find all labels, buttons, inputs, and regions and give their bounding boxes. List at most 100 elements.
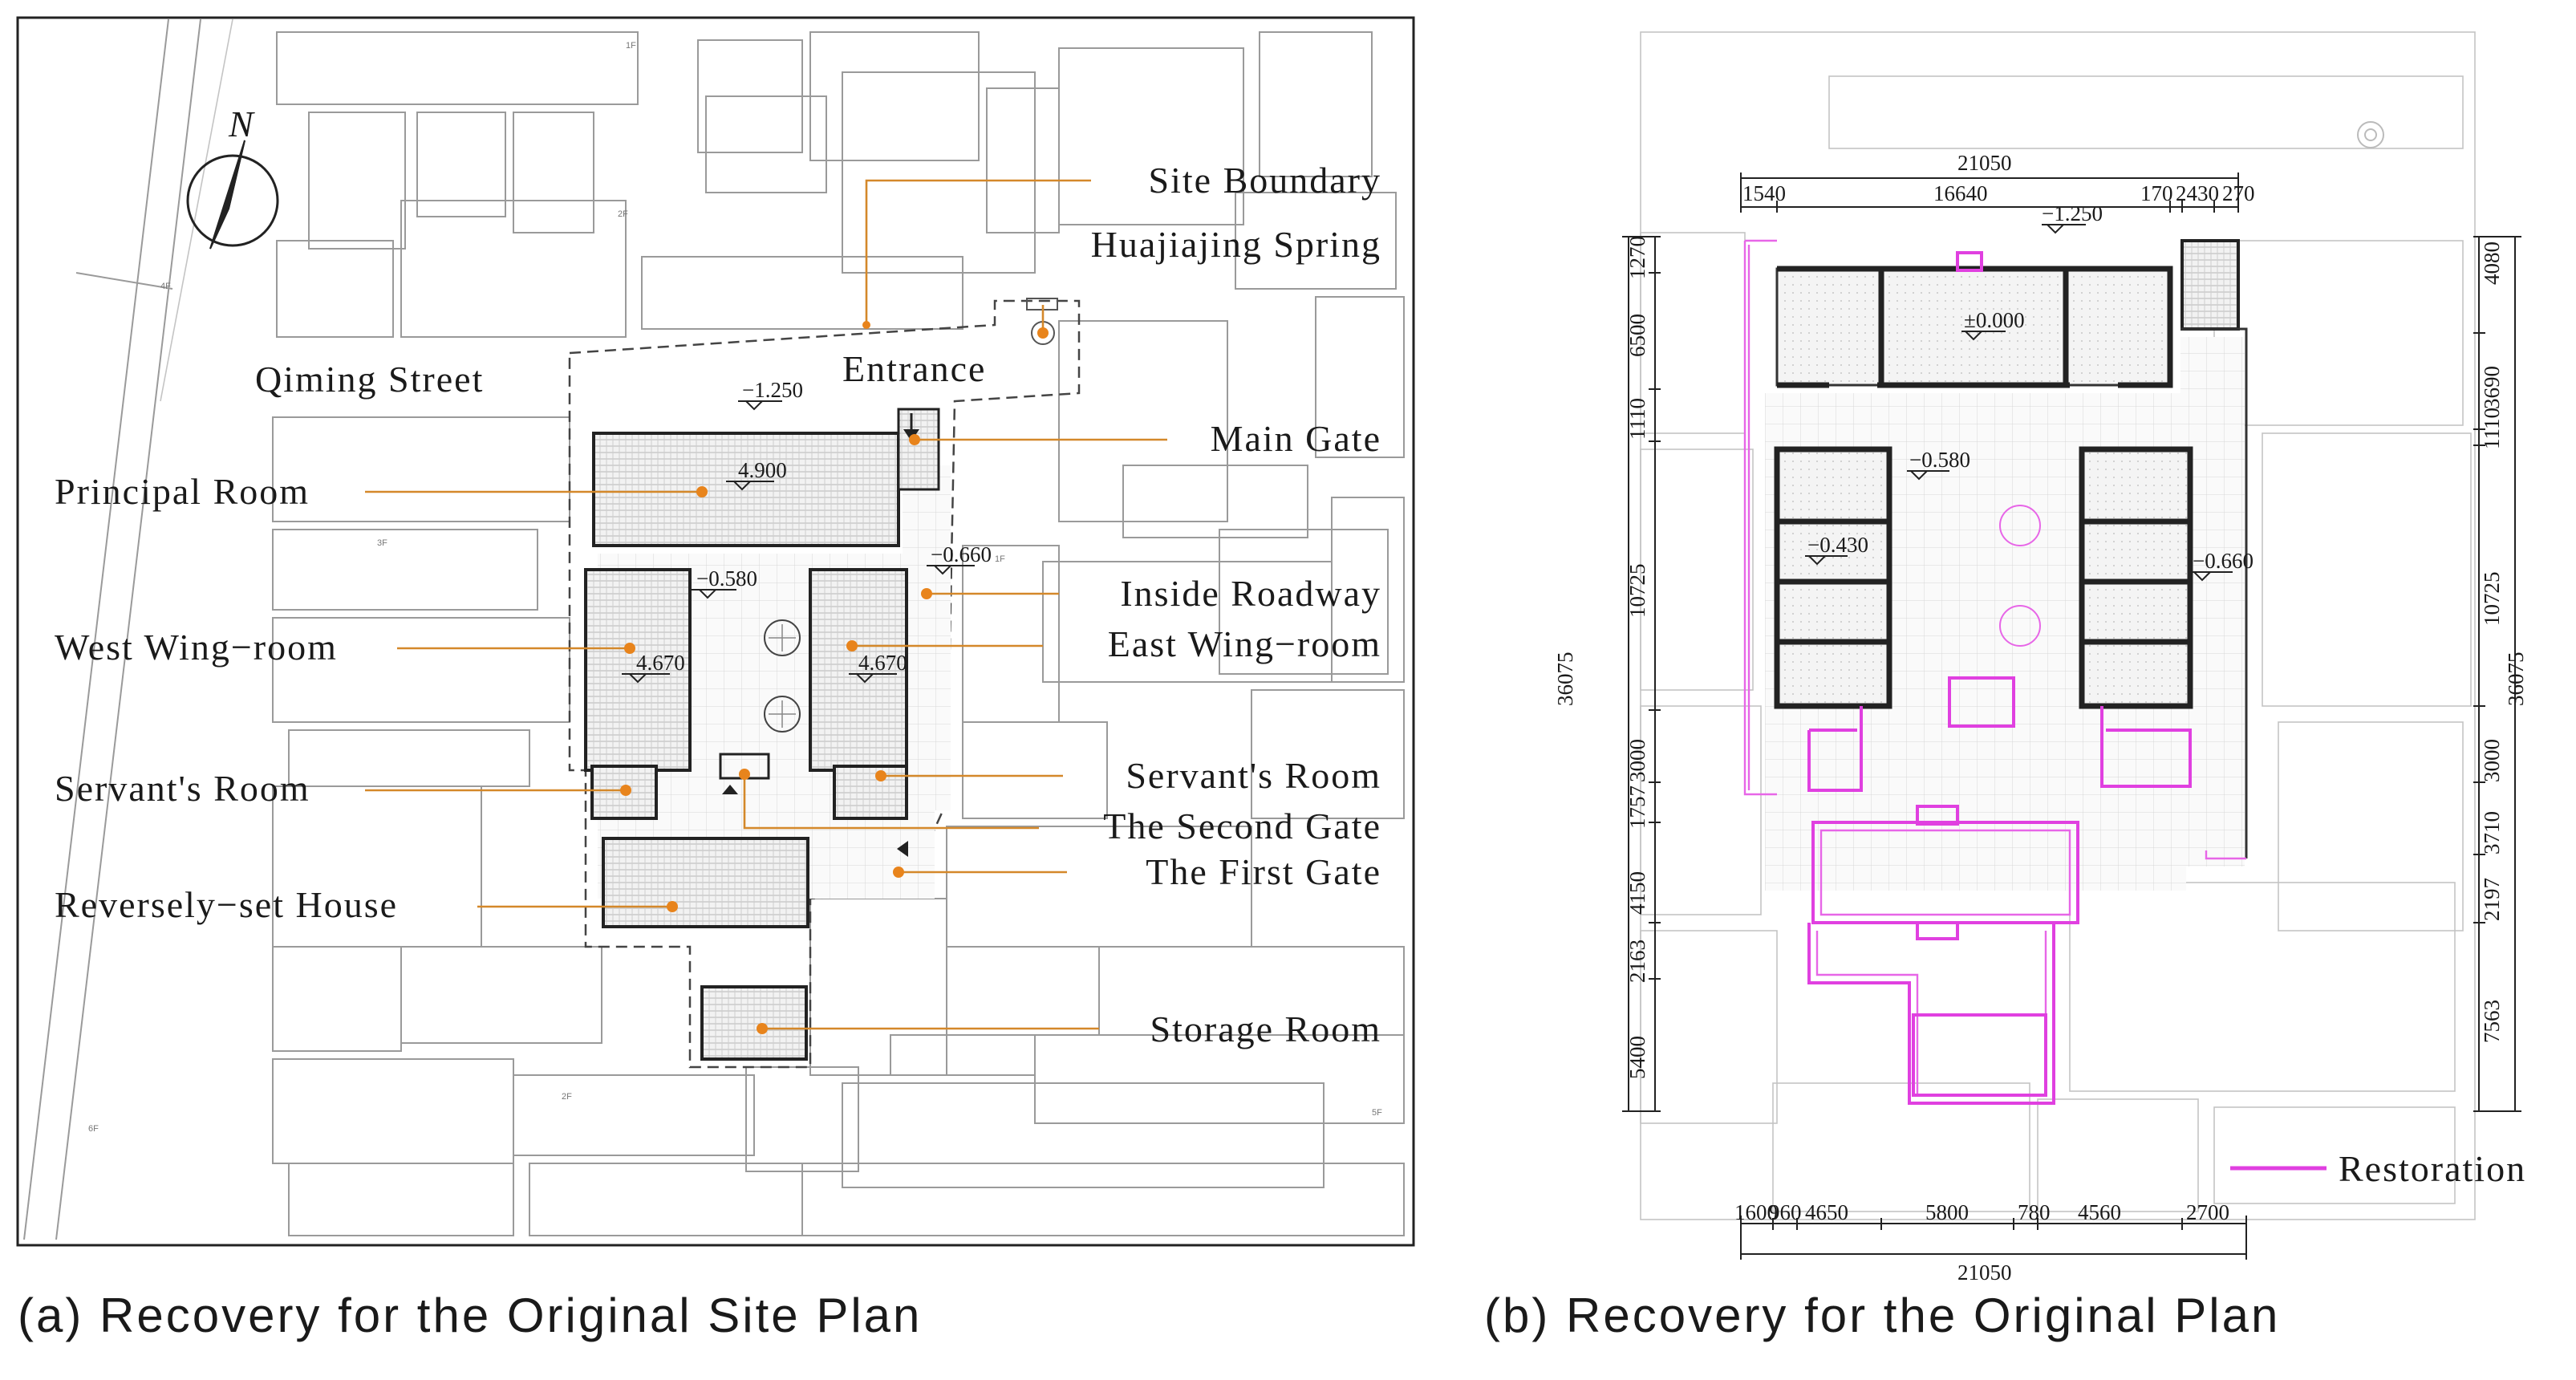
- east-wing-roof: [809, 568, 908, 772]
- dimensions-top: 21050 1540 16640 170 2430 270: [1740, 151, 2255, 213]
- svg-text:2163: 2163: [1625, 940, 1649, 983]
- svg-text:36075: 36075: [2504, 652, 2528, 707]
- svg-text:960: 960: [1769, 1200, 1802, 1224]
- label-servant-room-west: Servant's Room: [55, 768, 310, 809]
- svg-text:−0.580: −0.580: [1909, 448, 1970, 472]
- compass-circle: [186, 154, 279, 247]
- svg-text:−0.580: −0.580: [696, 566, 757, 591]
- second-gate-marker: [722, 785, 738, 794]
- servant-room-east: [833, 765, 908, 820]
- elevation-marks: −1.250 4.900 −0.580 −0.660 4.670 4.670: [622, 378, 992, 684]
- caption-b: (b) Recovery for the Original Plan: [1484, 1289, 2280, 1342]
- svg-text:4560: 4560: [2078, 1200, 2121, 1224]
- svg-text:3F: 3F: [377, 538, 387, 548]
- caption-a: (a) Recovery for the Original Site Plan: [18, 1289, 922, 1342]
- svg-text:1F: 1F: [995, 554, 1005, 564]
- label-huajiajing-spring: Huajiajing Spring: [1091, 224, 1381, 265]
- label-first-gate: The First Gate: [1146, 851, 1381, 892]
- label-servant-room-east: Servant's Room: [1126, 755, 1381, 796]
- svg-text:36075: 36075: [1553, 652, 1577, 707]
- plan-elevations: −1.250 ±0.000 −0.580 −0.430 −0.660: [1805, 201, 2253, 582]
- label-east-wing-room: East Wing−room: [1108, 623, 1381, 664]
- plan-main-gate: [2180, 239, 2240, 331]
- svg-text:2F: 2F: [562, 1092, 572, 1102]
- svg-text:21050: 21050: [1957, 1260, 2012, 1285]
- label-inside-roadway: Inside Roadway: [1120, 573, 1381, 614]
- svg-text:1F: 1F: [626, 41, 636, 51]
- dimensions-right: 4080 3690 1110 10725 3000 3710 2197 7563…: [2473, 236, 2528, 1112]
- svg-text:3000: 3000: [2480, 739, 2504, 782]
- plan-west-wing: [1775, 448, 1891, 708]
- svg-text:1600: 1600: [1734, 1200, 1778, 1224]
- panel-b-original-plan: −1.250 ±0.000 −0.580 −0.430 −0.660 21050…: [1484, 31, 2528, 1342]
- svg-text:2F: 2F: [618, 209, 628, 219]
- svg-text:4F: 4F: [160, 282, 171, 291]
- label-principal-room: Principal Room: [55, 471, 310, 512]
- reversely-set-house-roof: [602, 837, 809, 928]
- svg-text:4150: 4150: [1625, 871, 1649, 915]
- label-reversely-set-house: Reversely−set House: [55, 884, 398, 925]
- north-letter: N: [228, 104, 255, 144]
- svg-text:5400: 5400: [1625, 1036, 1649, 1079]
- street-edges: [23, 18, 233, 1240]
- svg-text:7563: 7563: [2480, 1000, 2504, 1043]
- context-buildings: [1640, 31, 2476, 1220]
- svg-text:−1.250: −1.250: [742, 378, 803, 402]
- svg-text:5F: 5F: [1372, 1108, 1382, 1118]
- west-wing-roof: [584, 568, 692, 772]
- dimensions-bottom: 1600 960 4650 5800 780 4560 2700 21050: [1734, 1200, 2247, 1285]
- svg-text:4650: 4650: [1805, 1200, 1848, 1224]
- svg-text:4080: 4080: [2480, 242, 2504, 285]
- svg-text:1110: 1110: [2480, 408, 2504, 449]
- svg-text:4.670: 4.670: [858, 651, 907, 675]
- svg-text:3710: 3710: [2480, 811, 2504, 854]
- svg-text:1757: 1757: [1625, 785, 1649, 829]
- panel-a-site-plan: 1F 2F 3F 4F 5F 6F 1F 2F N: [16, 16, 1415, 1342]
- north-arrow: N: [186, 104, 279, 250]
- restoration-outline: [1743, 239, 2246, 1105]
- first-gate-marker: [897, 841, 908, 857]
- svg-text:−0.660: −0.660: [2193, 549, 2253, 573]
- svg-text:−0.660: −0.660: [931, 542, 992, 566]
- legend-label-restoration: Restoration: [2339, 1148, 2526, 1189]
- svg-text:10725: 10725: [1625, 564, 1649, 619]
- main-gate-block: [897, 408, 940, 491]
- svg-text:2700: 2700: [2186, 1200, 2229, 1224]
- leader-lines: [365, 179, 1167, 1034]
- svg-text:−0.430: −0.430: [1807, 533, 1868, 557]
- svg-text:6F: 6F: [88, 1124, 99, 1134]
- svg-text:170: 170: [2140, 181, 2173, 205]
- svg-text:−1.250: −1.250: [2042, 201, 2103, 225]
- surrounding-buildings: [272, 31, 1405, 1236]
- svg-text:21050: 21050: [1957, 151, 2012, 175]
- svg-text:16640: 16640: [1933, 181, 1988, 205]
- svg-text:4.670: 4.670: [636, 651, 685, 675]
- label-main-gate: Main Gate: [1211, 418, 1381, 459]
- svg-text:3690: 3690: [2480, 366, 2504, 409]
- svg-text:1270: 1270: [1625, 236, 1649, 279]
- svg-text:270: 270: [2222, 181, 2255, 205]
- svg-text:10725: 10725: [2480, 572, 2504, 627]
- svg-text:4.900: 4.900: [738, 458, 787, 482]
- dimensions-left: 1270 6500 1110 10725 3000 1757 4150 2163…: [1553, 236, 1661, 1112]
- label-storage-room: Storage Room: [1150, 1009, 1381, 1049]
- floor-tags: 1F 2F 3F 4F 5F 6F 1F 2F: [88, 41, 1382, 1134]
- label-second-gate: The Second Gate: [1103, 806, 1381, 846]
- svg-text:5800: 5800: [1925, 1200, 1969, 1224]
- svg-text:2197: 2197: [2480, 878, 2504, 921]
- svg-text:1540: 1540: [1742, 181, 1786, 205]
- svg-text:3000: 3000: [1625, 739, 1649, 782]
- plan-east-wing: [2080, 448, 2192, 708]
- svg-text:6500: 6500: [1625, 314, 1649, 357]
- principal-room-roof: [592, 432, 900, 547]
- svg-text:780: 780: [2018, 1200, 2051, 1224]
- svg-text:2430: 2430: [2176, 181, 2219, 205]
- label-site-boundary: Site Boundary: [1149, 160, 1381, 201]
- entrance-label: Entrance: [842, 348, 986, 389]
- svg-text:1110: 1110: [1625, 398, 1649, 440]
- label-west-wing-room: West Wing−room: [55, 627, 338, 668]
- svg-text:±0.000: ±0.000: [1964, 308, 2025, 332]
- legend: Restoration: [2230, 1148, 2526, 1189]
- courtyard-trees: [764, 619, 801, 733]
